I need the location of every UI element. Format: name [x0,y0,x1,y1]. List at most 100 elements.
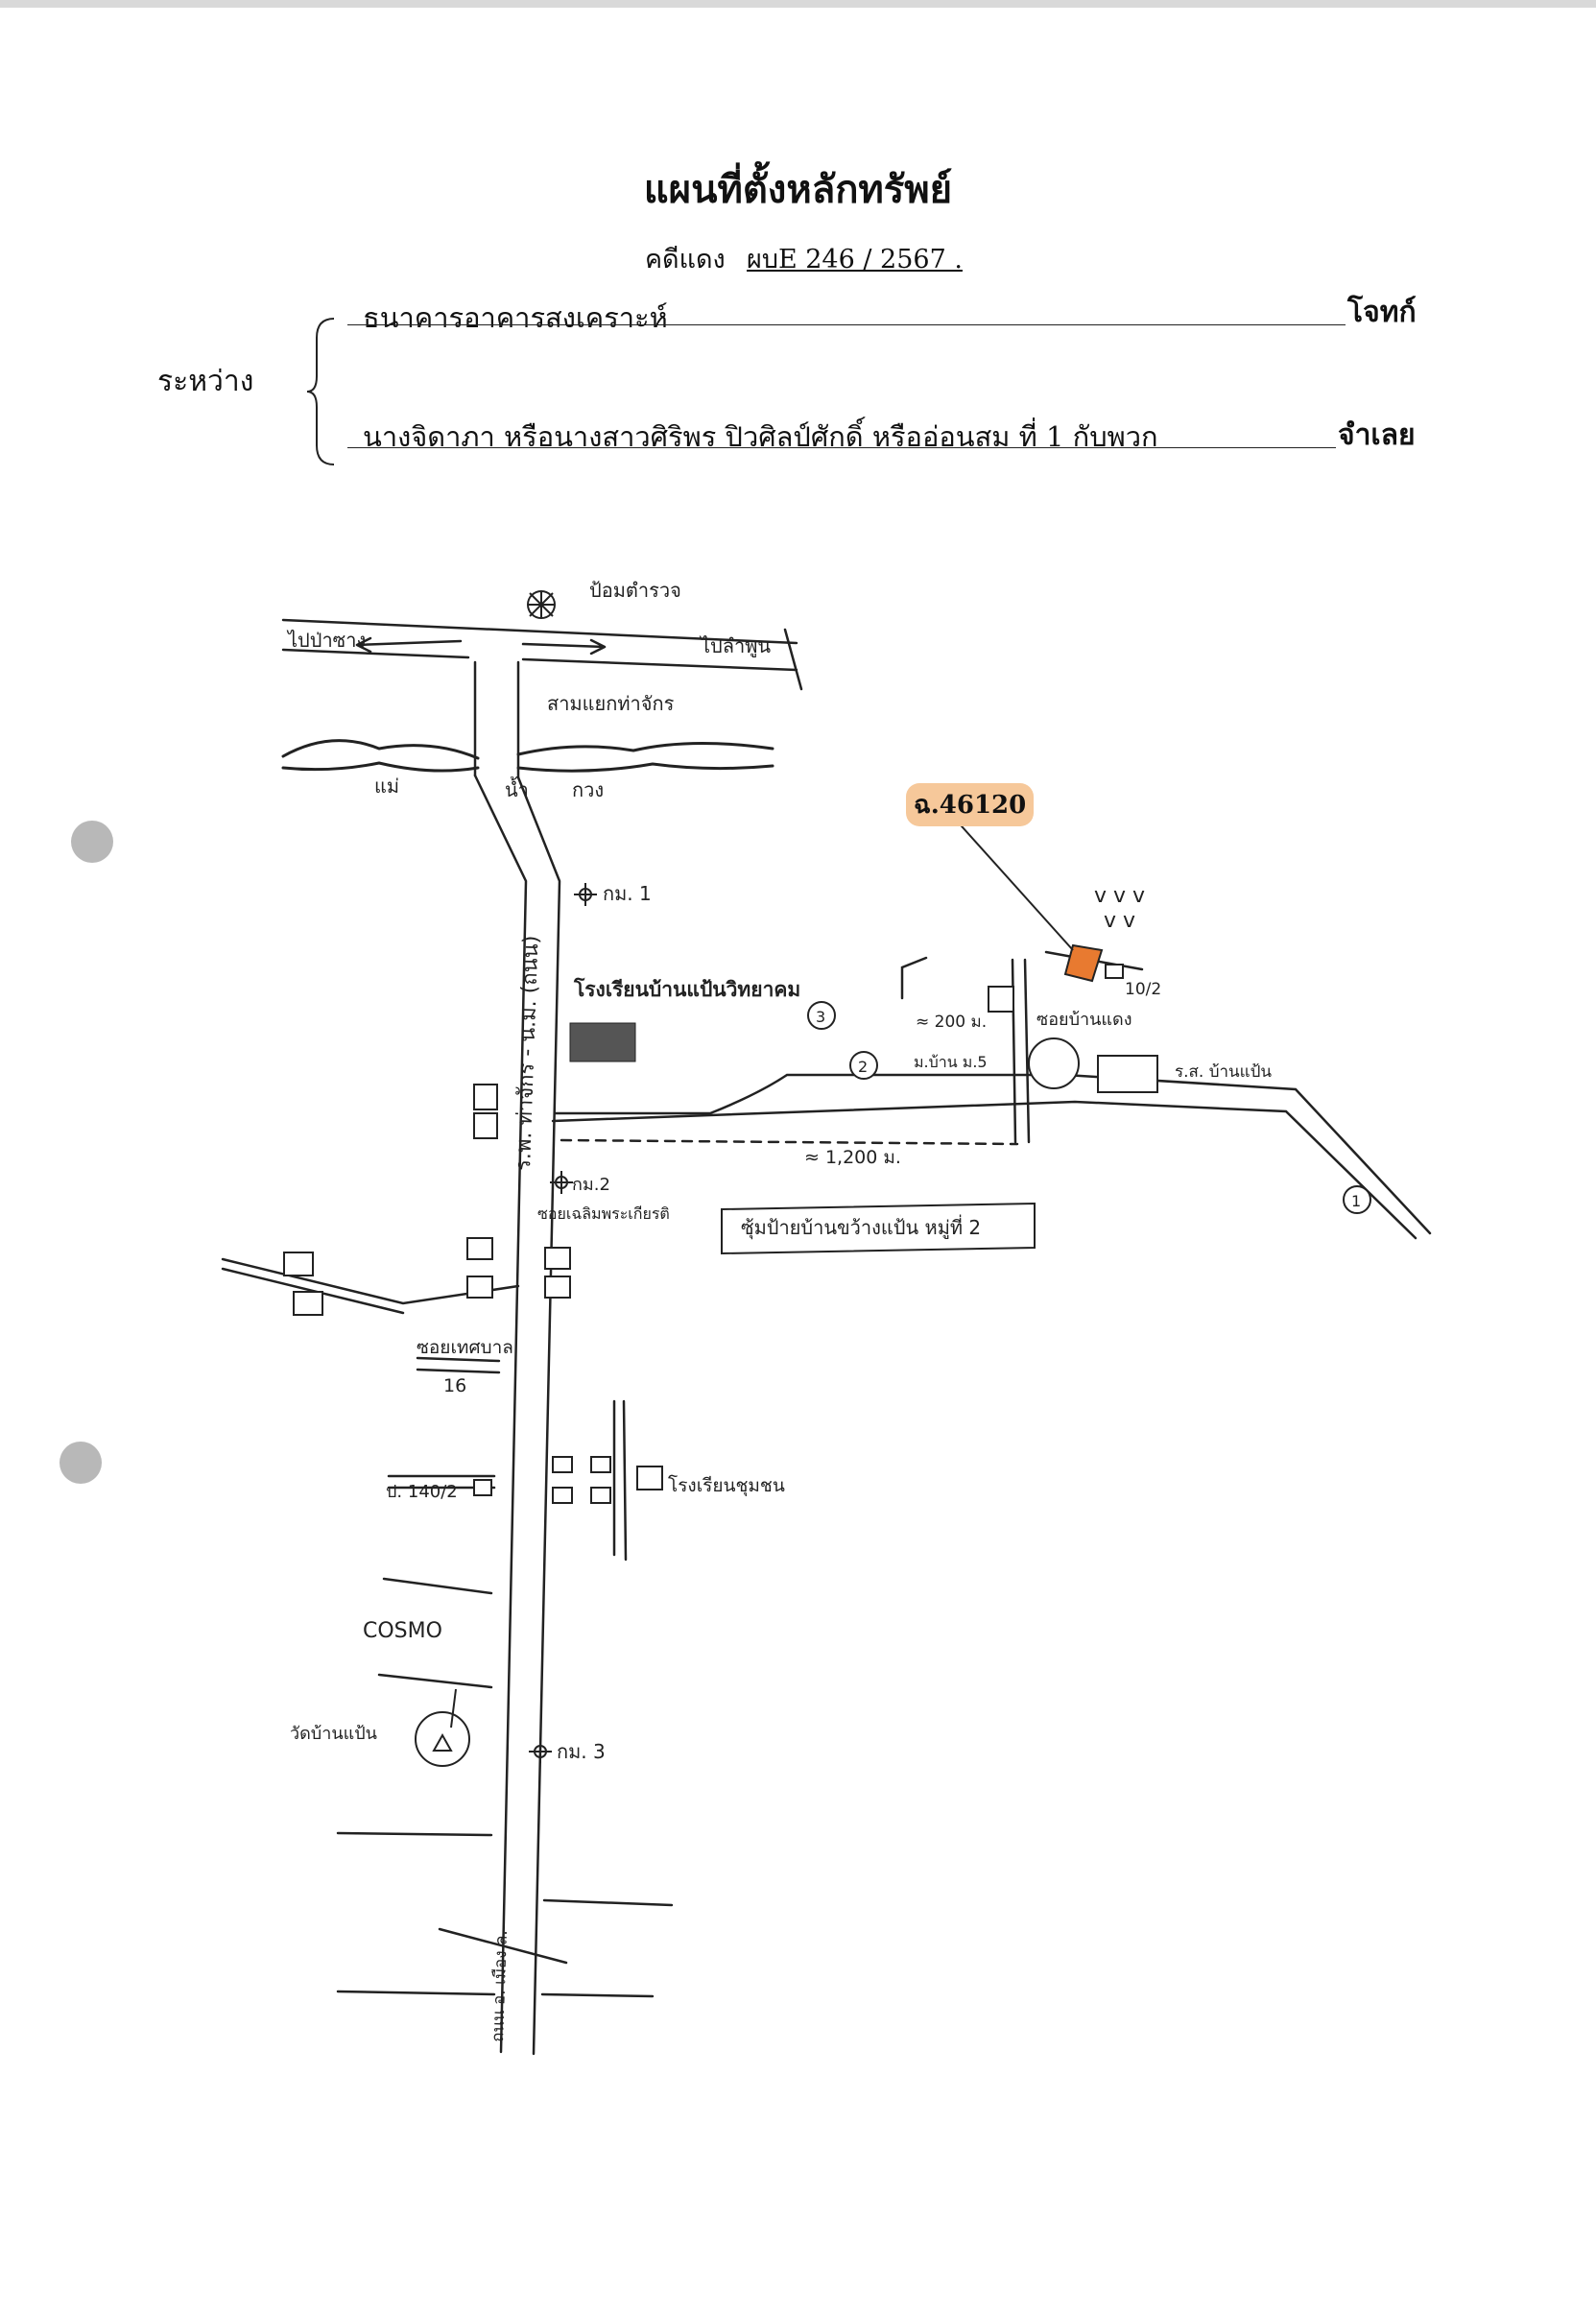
page-top-edge [0,0,1596,8]
reservoir-circle [1028,1037,1080,1089]
building-15 [473,1479,492,1496]
building-14 [636,1466,663,1490]
temple-icon [432,1732,453,1752]
arch-sign-frame [721,1202,1036,1255]
num2-circle [849,1051,878,1080]
trees-icon: v v v [1094,884,1145,908]
soi-road-1 [416,1356,501,1363]
river-left-label: แม่ [374,775,399,798]
road-name-label: ร.พ. ท่าจักร - น.ม. (ถนน) [512,935,544,1171]
river-left-bank-bottom [281,761,480,773]
building-3 [988,986,1014,1013]
soi-chalerm-label: ซอยเฉลิมพระเกียรติ [537,1204,670,1223]
arch-sign-label: ซุ้มป้ายบ้านขว้างแป้น หมู่ที่ 2 [741,1214,981,1240]
soi-thesaban-label: ซอยเทศบาล [417,1337,513,1358]
parcel-pointer-line [953,817,1074,951]
building-4 [466,1237,493,1260]
dist-200-label: ≈ 200 ม. [916,1013,987,1032]
parcel-highlight [1063,943,1104,983]
km2-marker-icon [550,1171,573,1194]
km2-label: กม.2 [572,1175,610,1195]
road-temple-a [377,1673,493,1689]
east-road-north-edge [553,1073,1432,1235]
cosmo-label: COSMO [363,1619,442,1643]
road-top [281,618,798,645]
road-end-mark [783,628,803,691]
punch-hole-lower [60,1442,102,1484]
document-title: แผนที่ตั้งหลักทรัพย์ [643,167,953,212]
river-right-label-1: น้ำ [505,776,529,801]
num1-label: 1 [1351,1192,1361,1210]
km3-marker-icon [529,1740,552,1763]
dist-1200-label: ≈ 1,200 ม. [804,1147,901,1168]
building-2 [473,1112,498,1139]
building-1 [473,1084,498,1110]
road-top-lower-right [521,657,798,672]
plaintiff-underline [347,324,1346,325]
road-cosmo-a [382,1577,493,1595]
km3-label: กม. 3 [557,1740,606,1763]
building-9 [293,1291,323,1316]
building-7 [544,1276,571,1299]
road-south-a [336,1831,493,1837]
building-12 [590,1456,611,1473]
trees-icon-2: v v [1104,909,1135,933]
plaintiff-name: ธนาคารอาคารสงเคราะห์ [363,301,668,334]
plaintiff-role: โจทก์ [1347,296,1417,329]
temple-label: วัดบ้านแป้น [290,1724,377,1744]
soi-school-label: โรงเรียนชุมชน [668,1474,785,1497]
km1-marker-icon [574,883,597,906]
police-booth-icon [527,590,556,619]
soi-road-2 [416,1368,501,1374]
km1-label: กม. 1 [603,882,652,905]
building-6 [544,1247,571,1270]
building-5 [466,1276,493,1299]
building-13 [590,1487,611,1504]
house-10-2-label: 10/2 [1125,980,1161,999]
defendant-role: จำเลย [1338,418,1416,452]
soi-16-label: 16 [443,1375,466,1396]
building-11 [552,1487,573,1504]
road-south-b [542,1898,674,1907]
river-left-bank-top [281,739,480,760]
house-10-2 [1105,964,1124,979]
road-top-lower-left [281,648,470,659]
police-booth-label: ป้อมตำรวจ [589,579,681,602]
defendant-underline [347,447,1336,448]
river-right-bank-bottom [516,762,774,773]
num2-label: 2 [858,1058,868,1076]
to-pa-chang-label: ไปป่าซาง [286,629,366,652]
temple-spire [450,1688,457,1729]
parcel-label: ฉ.46120 [906,783,1035,826]
village-label: ม.บ้าน ม.5 [914,1053,988,1071]
p-140-2-label: ป. 140/2 [386,1482,458,1502]
punch-hole-upper [71,821,113,863]
highway-west-edge [473,774,528,2054]
side-road-east-b [622,1399,628,1562]
road-south-d [336,1990,655,1998]
river-right-label-2: กวง [572,778,604,801]
rs-building [1097,1055,1158,1093]
num1-circle [1343,1185,1371,1214]
route-dashed [560,1138,1019,1146]
building-10 [552,1456,573,1473]
highway-east-edge [516,775,561,2056]
school-label: โรงเรียนบ้านแป้นวิทยาคม [573,977,800,1001]
num3-label: 3 [816,1008,825,1026]
arrow-right [521,638,607,656]
rs-hospital-label: ร.ส. บ้านแป้น [1175,1062,1272,1082]
case-number: ผบE 246 / 2567 . [747,245,963,274]
building-8 [283,1252,314,1276]
party-brace [306,318,335,465]
east-road-south-edge [551,1100,1417,1240]
junction-label: สามแยกท่าจักร [547,692,675,715]
road-south-c [438,1927,568,1965]
between-label: ระหว่าง [157,365,254,398]
river-right-bank-top [516,741,774,756]
school-building-icon [569,1022,636,1062]
branch-north-1 [900,956,928,1000]
alley-house-label: ซอยบ้านแดง [1036,1010,1132,1030]
bottom-road-label: ถนน อ. เมือง ล. [488,1930,512,2042]
branch-north-3 [1023,958,1031,1144]
